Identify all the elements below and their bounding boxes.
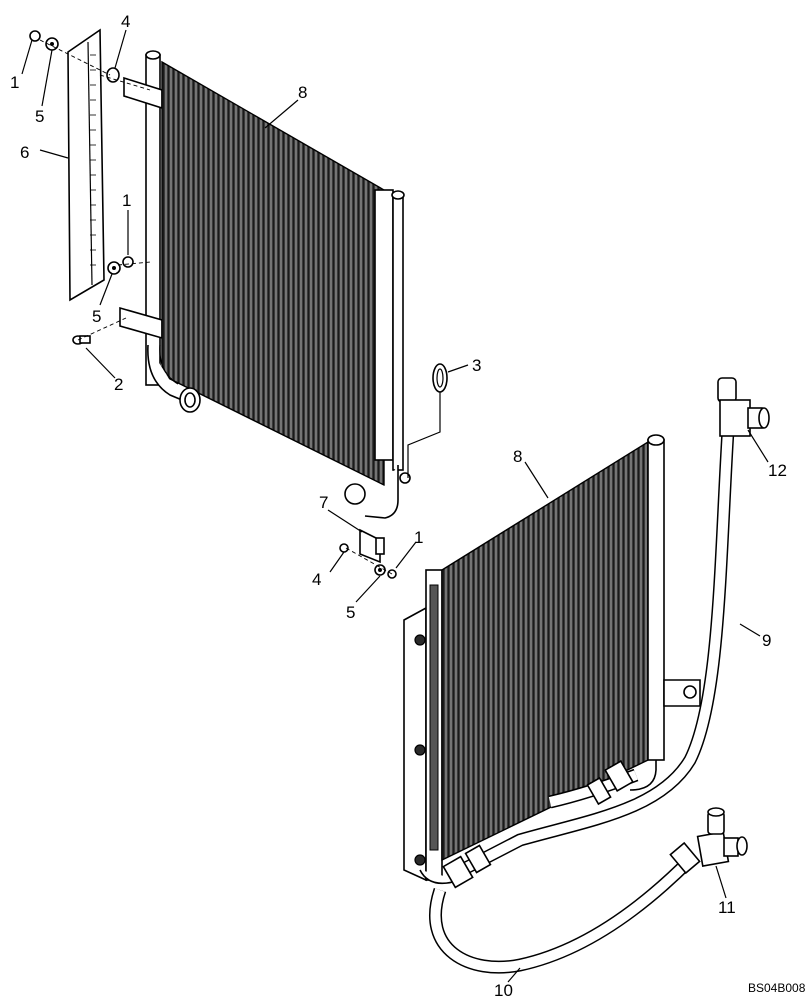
mounting-bracket <box>67 28 105 302</box>
callout-1: 1 <box>122 191 131 210</box>
callout-1: 1 <box>10 73 19 92</box>
leader-lines <box>21 29 769 983</box>
callout-5: 5 <box>346 603 355 622</box>
callout-10: 10 <box>494 981 513 1000</box>
upper-condenser-assembly <box>67 28 411 519</box>
callout-3: 3 <box>472 356 481 375</box>
tee-fitting-lower <box>696 807 748 867</box>
figure-id: BS04B008 <box>748 981 806 995</box>
lower-condenser-assembly <box>403 434 701 885</box>
hose-clip <box>432 363 448 402</box>
callout-2: 2 <box>114 375 123 394</box>
lower-condenser-core <box>441 440 649 862</box>
callouts: 1 5 4 6 1 5 2 8 3 7 4 5 1 8 9 12 11 10 <box>10 12 787 1000</box>
callout-5: 5 <box>92 307 101 326</box>
callout-12: 12 <box>768 461 787 480</box>
hose-upper <box>459 400 735 876</box>
upper-condenser-core <box>161 60 385 487</box>
callout-5: 5 <box>35 107 44 126</box>
hose-lower <box>429 841 701 974</box>
callout-7: 7 <box>319 493 328 512</box>
tee-fitting-upper <box>717 377 770 437</box>
callout-4: 4 <box>312 570 321 589</box>
callout-6: 6 <box>20 143 29 162</box>
callout-9: 9 <box>762 631 771 650</box>
callout-11: 11 <box>718 898 736 917</box>
callout-8: 8 <box>298 83 307 102</box>
callout-4: 4 <box>121 12 130 31</box>
fasteners <box>29 30 397 579</box>
callout-8: 8 <box>513 447 522 466</box>
callout-1: 1 <box>414 528 423 547</box>
